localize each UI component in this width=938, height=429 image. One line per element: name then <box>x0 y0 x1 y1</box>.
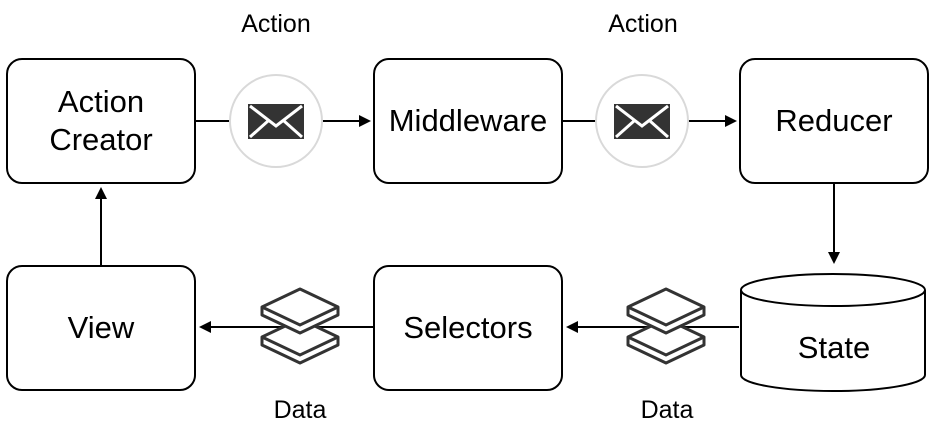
state-label: State <box>797 330 871 365</box>
middleware-label: Middleware <box>388 103 548 139</box>
stacked-layers-icon <box>626 287 706 365</box>
action-creator-label-line1: Action <box>57 84 145 120</box>
reducer-node: Reducer <box>739 58 929 184</box>
action-creator-label-line2: Creator <box>49 122 153 157</box>
edge-label-data: Data <box>273 396 327 424</box>
view-label: View <box>67 310 135 346</box>
action-creator-node: Action Creator <box>6 58 196 184</box>
stacked-layers-icon <box>260 287 340 365</box>
reducer-label: Reducer <box>775 103 893 139</box>
edge-label-data: Data <box>640 396 694 424</box>
selectors-label: Selectors <box>403 310 533 346</box>
envelope-icon <box>229 74 323 168</box>
edge-label-action: Action <box>241 10 311 38</box>
middleware-node: Middleware <box>373 58 563 184</box>
state-cylinder <box>740 273 926 392</box>
envelope-icon <box>595 74 689 168</box>
selectors-node: Selectors <box>373 265 563 391</box>
edge-label-action: Action <box>608 10 678 38</box>
view-node: View <box>6 265 196 391</box>
